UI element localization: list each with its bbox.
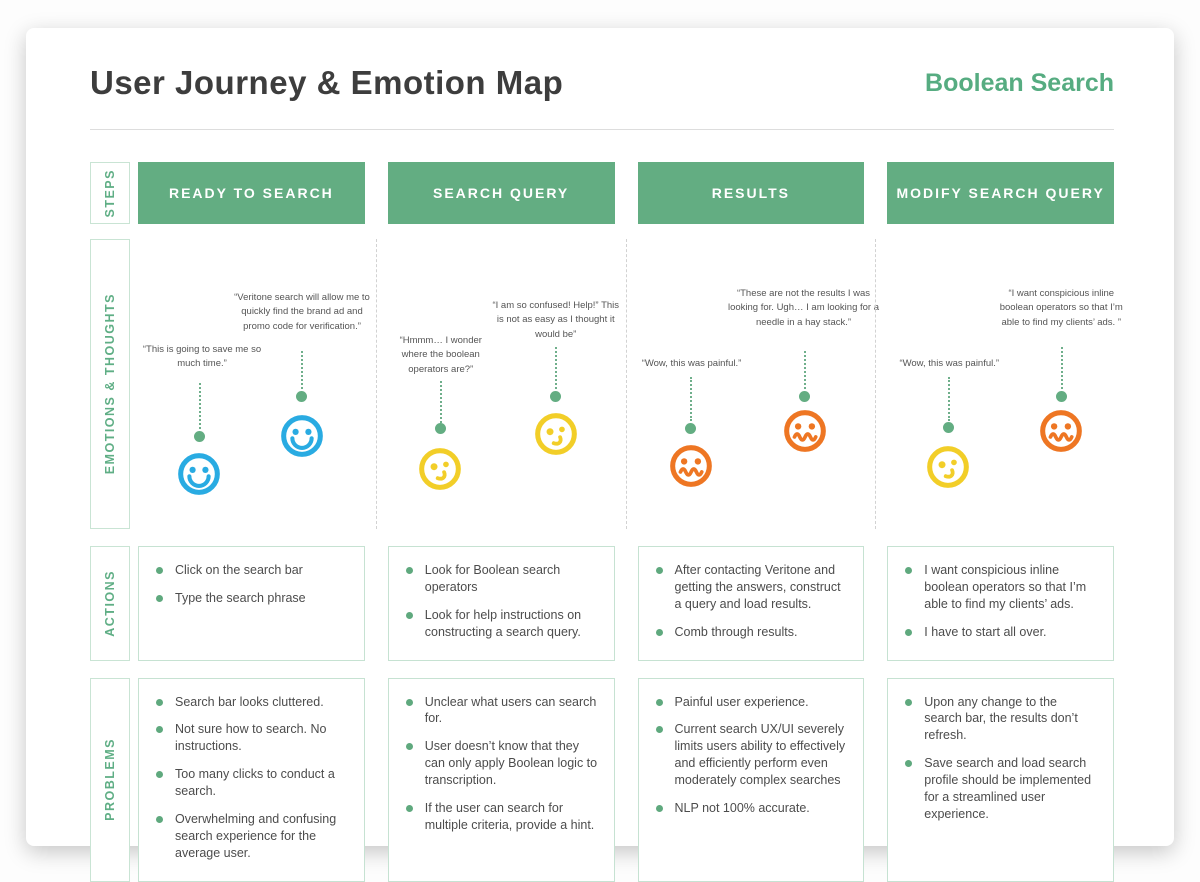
connector-line xyxy=(689,377,692,421)
quote-bubble: “I am so confused! Help!” This is not as… xyxy=(492,300,620,340)
emotions-row-label-text: EMOTIONS & THOUGHTS xyxy=(103,293,117,475)
problems-box-modify-search-query: Upon any change to the search bar, the r… xyxy=(887,677,1114,882)
connector-dot xyxy=(549,391,561,402)
actions-box-modify-search-query: I want conspicious inline boolean operat… xyxy=(887,546,1114,661)
list-item: Comb through results. xyxy=(655,624,848,641)
page-title: User Journey & Emotion Map xyxy=(90,64,564,101)
connector-dot xyxy=(194,431,205,442)
list-item: If the user can search for multiple crit… xyxy=(405,800,598,834)
actions-row-label-text: ACTIONS xyxy=(103,569,117,637)
list-item: Save search and load search profile shou… xyxy=(904,755,1097,823)
problems-band: PROBLEMS Search bar looks cluttered. Not … xyxy=(90,677,1114,882)
actions-row-label: ACTIONS xyxy=(90,546,130,661)
list-item: Look for Boolean search operators xyxy=(405,562,598,596)
quote-bubble: “I want conspicious inline boolean opera… xyxy=(999,288,1123,328)
list-item: Too many clicks to conduct a search. xyxy=(155,766,348,800)
connector-line xyxy=(803,351,806,389)
steps-band: STEPS READY TO SEARCH SEARCH QUERY RESUL… xyxy=(90,162,1114,224)
connector-dot xyxy=(434,423,446,434)
connector-line xyxy=(301,351,303,389)
list-item: Upon any change to the search bar, the r… xyxy=(904,694,1097,745)
step-header-results: RESULTS xyxy=(637,162,865,224)
connector-dot xyxy=(684,423,696,434)
list-item: Look for help instructions on constructi… xyxy=(405,607,598,641)
connector-dot xyxy=(1056,391,1068,402)
list-item: I have to start all over. xyxy=(904,624,1097,641)
frustrated-face-icon xyxy=(783,409,827,453)
list-item: Current search UX/UI severely limits use… xyxy=(655,721,848,789)
list-item: I want conspicious inline boolean operat… xyxy=(904,562,1097,613)
confused-face-icon xyxy=(534,412,578,456)
list-item: Type the search phrase xyxy=(155,590,348,607)
list-item: After contacting Veritone and getting th… xyxy=(655,562,848,613)
connector-dot xyxy=(943,422,955,433)
happy-face-icon xyxy=(280,414,324,458)
title-divider xyxy=(90,129,1114,130)
emotion-cell-results: “Wow, this was painful.” “These are not … xyxy=(638,239,879,529)
titlebar: User Journey & Emotion Map Boolean Searc… xyxy=(90,64,1114,102)
list-item: Painful user experience. xyxy=(655,694,848,711)
quote-bubble: “Hmmm… I wonder where the boolean operat… xyxy=(399,335,482,375)
problems-box-results: Painful user experience. Current search U… xyxy=(637,677,865,882)
step-header-modify-search-query: MODIFY SEARCH QUERY xyxy=(887,162,1114,224)
connector-dot xyxy=(798,391,810,402)
connector-line xyxy=(948,377,951,421)
journey-map-card: User Journey & Emotion Map Boolean Searc… xyxy=(26,28,1174,882)
emotions-row-label: EMOTIONS & THOUGHTS xyxy=(90,239,130,529)
problems-box-ready-to-search: Search bar looks cluttered. Not sure how … xyxy=(138,677,365,882)
connector-line xyxy=(1061,347,1064,389)
quote-bubble: “Wow, this was painful.” xyxy=(899,358,1000,369)
step-header-search-query: SEARCH QUERY xyxy=(387,162,615,224)
quote-bubble: “Veritone search will allow me to quickl… xyxy=(234,292,370,332)
connector-line xyxy=(554,347,557,389)
connector-line xyxy=(439,381,442,423)
actions-box-results: After contacting Veritone and getting th… xyxy=(637,546,865,661)
problems-box-search-query: Unclear what users can search for. User d… xyxy=(387,677,615,882)
list-item: User doesn’t know that they can only app… xyxy=(405,738,598,789)
emotion-cell-ready-to-search: “This is going to save me so much time.”… xyxy=(138,239,377,529)
connector-dot xyxy=(296,391,307,402)
quote-bubble: “These are not the results I was looking… xyxy=(727,288,880,328)
list-item: NLP not 100% accurate. xyxy=(655,800,848,817)
emotions-band: EMOTIONS & THOUGHTS “This is going to sa… xyxy=(90,239,1123,529)
quote-bubble: “This is going to save me so much time.” xyxy=(142,344,262,370)
emotion-cell-modify-search-query: “Wow, this was painful.” “I want conspic… xyxy=(887,239,1123,529)
list-item: Overwhelming and confusing search experi… xyxy=(155,811,348,862)
step-header-ready-to-search: READY TO SEARCH xyxy=(138,162,365,224)
connector-line xyxy=(199,383,201,429)
problems-row-label: PROBLEMS xyxy=(90,677,130,882)
list-item: Not sure how to search. No instructions. xyxy=(155,721,348,755)
problems-row-label-text: PROBLEMS xyxy=(103,738,117,821)
list-item: Search bar looks cluttered. xyxy=(155,694,348,711)
steps-row-label-text: STEPS xyxy=(103,168,117,218)
frustrated-face-icon xyxy=(669,444,713,488)
list-item: Click on the search bar xyxy=(155,562,348,579)
project-title: Boolean Search xyxy=(925,69,1114,97)
quote-bubble: “Wow, this was painful.” xyxy=(641,358,742,369)
steps-row-label: STEPS xyxy=(90,162,130,224)
emotion-cell-search-query: “Hmmm… I wonder where the boolean operat… xyxy=(388,239,627,529)
list-item: Unclear what users can search for. xyxy=(405,694,598,728)
confused-face-icon xyxy=(926,445,970,489)
confused-face-icon xyxy=(418,447,462,491)
frustrated-face-icon xyxy=(1039,409,1083,453)
happy-face-icon xyxy=(177,452,221,496)
